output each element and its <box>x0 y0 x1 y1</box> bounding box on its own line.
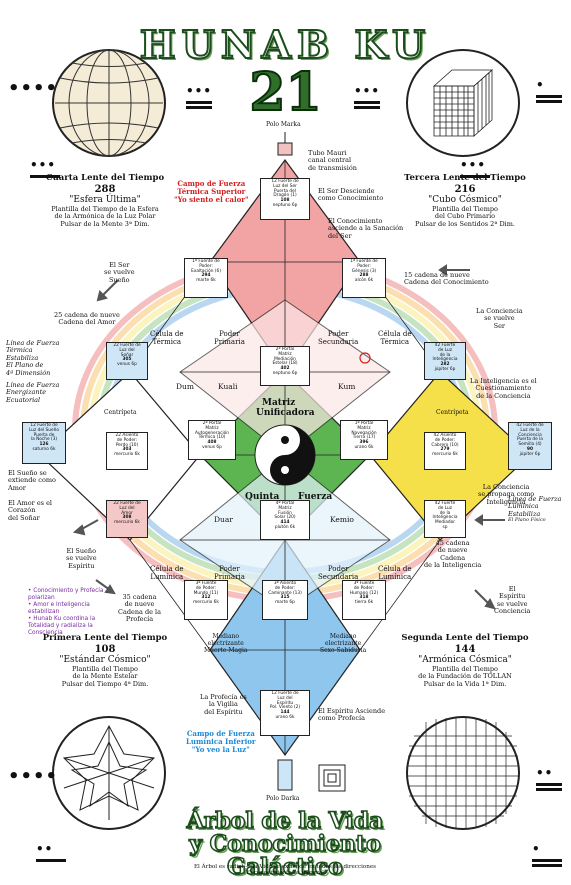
zone-kemio: Kemio <box>330 515 354 524</box>
legend-item: • Hunab Ku coordina la Totalidad y radia… <box>28 615 96 636</box>
matriz-label: Matriz <box>262 398 296 408</box>
numeral-nw2: ••• <box>186 80 212 109</box>
fourth-lens-sphere-icon <box>52 49 166 157</box>
unificadora-label: Unificadora <box>256 408 315 418</box>
numeral-sw: •••• <box>8 766 59 787</box>
title-number: 21 <box>248 61 322 124</box>
numeral-sw2: •• <box>36 838 66 862</box>
zone-kum: Kum <box>338 382 356 391</box>
numeral-se2: • <box>532 838 562 867</box>
legend-item: • Amor e Inteligencia estabilizan <box>28 601 90 615</box>
fourth-lens-text: Cuarta Lente del Tiempo 288 "Esfera Últi… <box>45 173 165 228</box>
footer-title: Árbol de la Vida y Conocimiento Galáctic… <box>186 808 384 881</box>
first-lens-star-icon <box>52 716 166 830</box>
numeral-ne2: • <box>536 74 562 103</box>
fuerza-label: Fuerza <box>298 492 333 502</box>
zone-dum: Dum <box>176 382 194 391</box>
numeral-ne: ••• <box>354 80 380 109</box>
main-title: HUNAB KU <box>139 21 432 68</box>
pole-bottom: Polo Darka <box>266 795 300 802</box>
zone-centripeta-right: Centrípeta <box>436 409 469 416</box>
bottom-seal-icon <box>318 764 346 792</box>
second-lens-grid-icon <box>406 716 520 830</box>
zone-duar: Duar <box>214 515 233 524</box>
numeral-se: •• <box>536 762 562 791</box>
numeral-nw: •••• <box>8 78 59 99</box>
third-lens-text: Tercera Lente del Tiempo 216 "Cubo Cósmi… <box>404 173 526 228</box>
numeral-w: ••• <box>30 154 60 178</box>
legend-item: • Conocimiento y Profecía polarizan <box>28 588 104 601</box>
third-lens-cube-icon <box>406 49 520 157</box>
second-lens-text: Segunda Lente del Tiempo 144 "Armónica C… <box>401 633 529 688</box>
zone-centripeta-left: Centrípeta <box>104 409 137 416</box>
footer-subtitle: El Árbol es radial — la Vida se extiende… <box>193 864 377 877</box>
zone-kuali: Kuali <box>218 382 238 391</box>
legend: • Conocimiento y Profecía polarizan • Am… <box>28 588 118 637</box>
numeral-e: ••• <box>460 154 490 178</box>
pole-top: Polo Marka <box>266 121 301 128</box>
first-lens-text: Primera Lente del Tiempo 108 "Estándar C… <box>42 633 168 688</box>
quinta-label: Quinta <box>245 492 280 502</box>
